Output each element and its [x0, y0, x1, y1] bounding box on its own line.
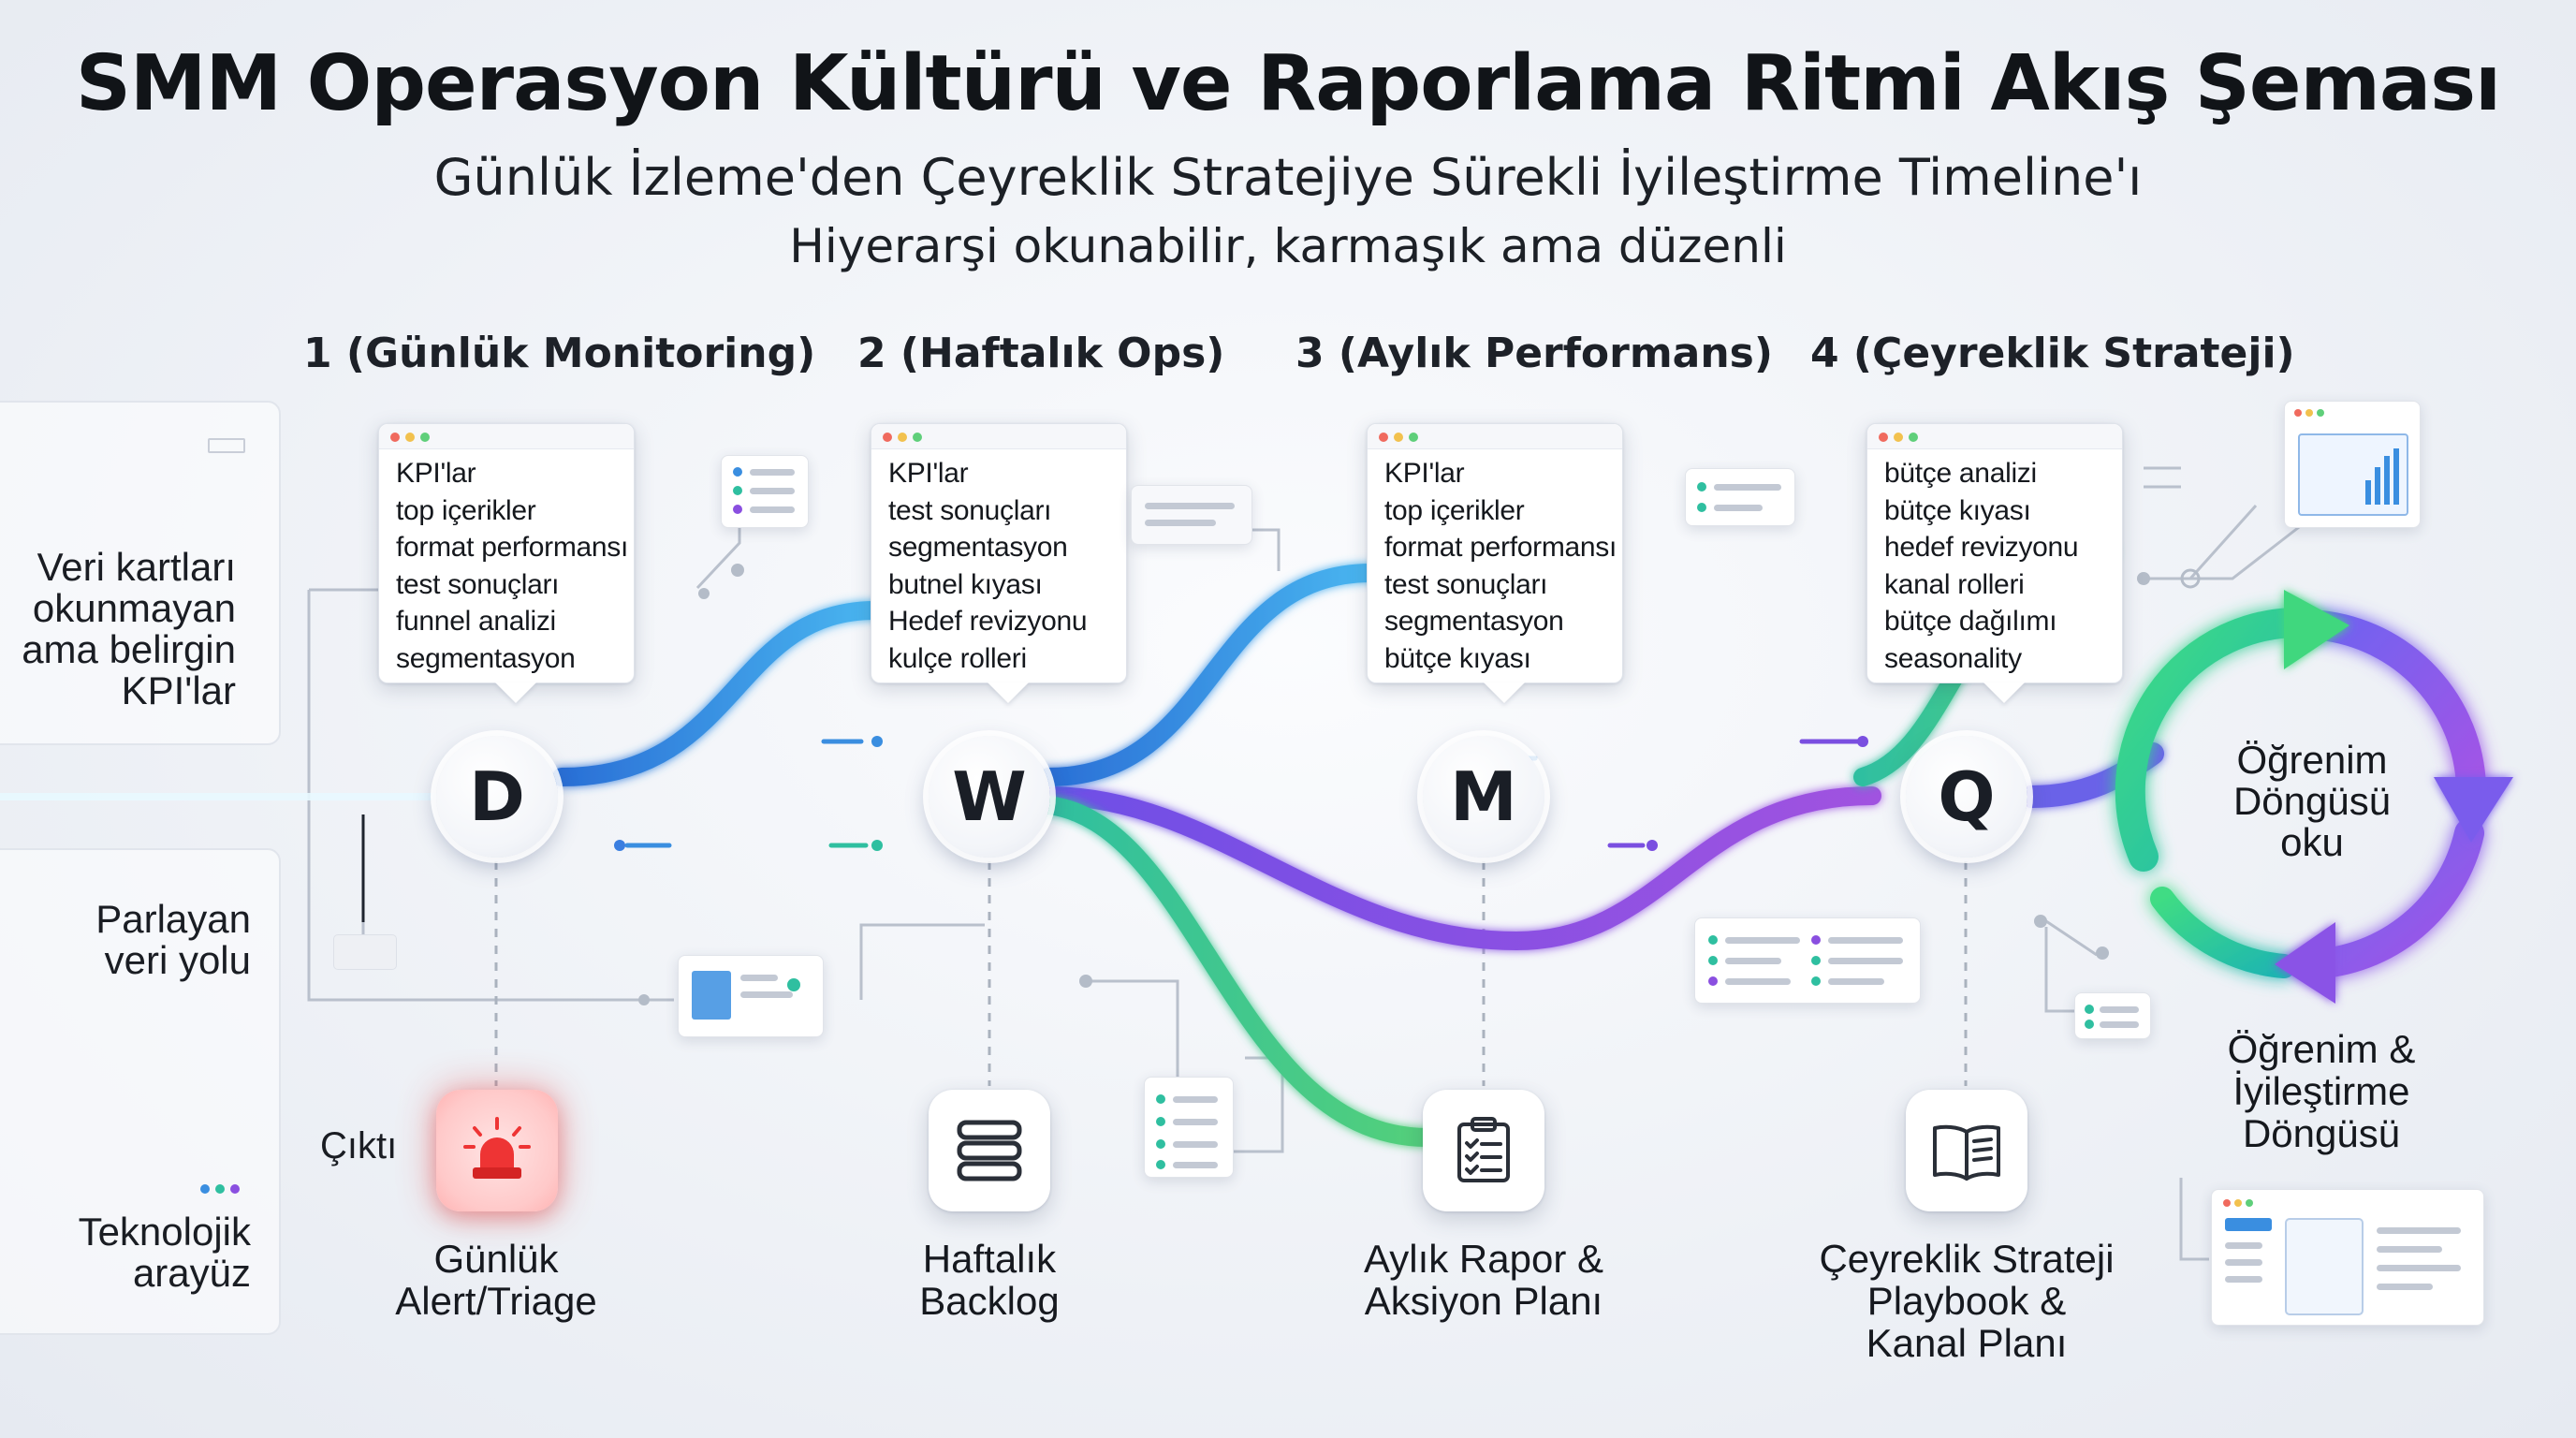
- mini-list-card: [1144, 1077, 1234, 1178]
- kpi-item: segmentasyon: [1384, 606, 1564, 637]
- kpi-item: KPI'lar: [396, 458, 476, 489]
- loop-arc-green-bottom: [2150, 887, 2296, 978]
- page-subtitle: Günlük İzleme'den Çeyreklik Stratejiye S…: [433, 148, 2143, 207]
- kpi-item: KPI'lar: [888, 458, 969, 489]
- output-box-weekly[interactable]: [929, 1090, 1050, 1211]
- page-tagline: Hiyerarşi okunabilir, karmaşık ama düzen…: [789, 219, 1787, 273]
- kpi-item: butnel kıyası: [888, 568, 1043, 600]
- phase-heading-daily: 1 (Günlük Monitoring): [303, 330, 816, 377]
- open-book-icon: [1933, 1124, 2000, 1181]
- loop-arrowhead-violet: [2275, 922, 2335, 1004]
- kpi-item: bütçe analizi: [1884, 458, 2037, 489]
- kpi-card-daily: KPI'lar top içerikler format performansı…: [378, 423, 635, 683]
- kpi-item: top içerikler: [396, 494, 536, 526]
- left-panel-tech-ui: [0, 848, 281, 1335]
- mini-text-card: [1131, 485, 1252, 545]
- kpi-item: top içerikler: [1384, 494, 1525, 526]
- output-box-quarterly[interactable]: [1906, 1090, 2027, 1211]
- output-box-monthly[interactable]: [1423, 1090, 1544, 1211]
- mini-dashboard-card: [678, 955, 824, 1037]
- kpi-card-monthly: KPI'lar top içerikler format performansı…: [1367, 423, 1623, 683]
- mini-app-window-card: [2211, 1189, 2484, 1326]
- page-title: SMM Operasyon Kültürü ve Raporlama Ritmi…: [75, 39, 2501, 128]
- kpi-card-weekly: KPI'lar test sonuçları segmentasyon butn…: [871, 423, 1127, 683]
- node-daily[interactable]: D: [436, 736, 558, 858]
- mini-bar-chart-card: [2284, 401, 2421, 528]
- drop-lines: [494, 861, 1968, 1086]
- loop-arc-green: [2115, 607, 2318, 872]
- output-label-monthly: Aylık Rapor &Aksiyon Planı: [1364, 1237, 1603, 1323]
- kpi-item: segmentasyon: [396, 642, 576, 674]
- dash-dots: [614, 736, 1868, 851]
- chip-icon: [333, 934, 397, 970]
- stacked-layers-icon: [957, 1120, 1022, 1181]
- tech-dots-icon: [200, 1181, 240, 1198]
- kpi-item: funnel analizi: [396, 606, 556, 637]
- learning-loop: [2115, 607, 2486, 979]
- clipboard-checklist-icon: [1457, 1117, 1510, 1182]
- output-box-daily[interactable]: [436, 1090, 558, 1211]
- node-weekly[interactable]: W: [929, 736, 1050, 858]
- kpi-item: test sonuçları: [888, 494, 1052, 526]
- kpi-item: Hedef revizyonu: [888, 606, 1088, 637]
- loop-arc-purple-top: [2306, 610, 2486, 801]
- kpi-item: hedef revizyonu: [1884, 532, 2079, 563]
- output-label: Çıktı: [320, 1125, 398, 1167]
- phase-heading-quarterly: 4 (Çeyreklik Strateji): [1810, 330, 2295, 377]
- loop-arrowhead-green: [2284, 590, 2349, 669]
- kpi-item: bütçe dağılımı: [1884, 606, 2057, 637]
- kpi-item: format performansı: [396, 532, 629, 563]
- kpi-item: bütçe kıyası: [1884, 494, 2031, 526]
- loop-arc-purple-bottom: [2297, 818, 2484, 979]
- blue-branch: [552, 564, 1381, 786]
- window-control-icon: [208, 438, 245, 453]
- mini-list-card: [2074, 992, 2151, 1039]
- node-monthly[interactable]: M: [1423, 736, 1544, 858]
- kpi-item: test sonuçları: [1384, 568, 1548, 600]
- kpi-item: KPI'lar: [1384, 458, 1465, 489]
- kpi-item: bütçe kıyası: [1384, 642, 1531, 674]
- kpi-item: kulçe rolleri: [888, 642, 1027, 674]
- kpi-item: seasonality: [1884, 642, 2022, 674]
- siren-alert-icon: [463, 1117, 531, 1179]
- loop-arrowhead-purple: [2434, 777, 2513, 843]
- kpi-item: kanal rolleri: [1884, 568, 2025, 600]
- mini-list-card: [1685, 468, 1795, 526]
- kpi-item: segmentasyon: [888, 532, 1068, 563]
- circuit-nodes: [638, 564, 2201, 1005]
- left-panel-data-cards: [0, 401, 281, 745]
- kpi-item: test sonuçları: [396, 568, 560, 600]
- mini-list-card: [721, 455, 809, 528]
- kpi-card-quarterly: bütçe analizi bütçe kıyası hedef revizyo…: [1866, 423, 2123, 683]
- kpi-item: format performansı: [1384, 532, 1617, 563]
- node-quarterly[interactable]: Q: [1906, 736, 2027, 858]
- mini-list-card: [1694, 917, 1921, 1004]
- phase-heading-monthly: 3 (Aylık Performans): [1295, 330, 1773, 377]
- phase-heading-weekly: 2 (Haftalık Ops): [857, 330, 1225, 377]
